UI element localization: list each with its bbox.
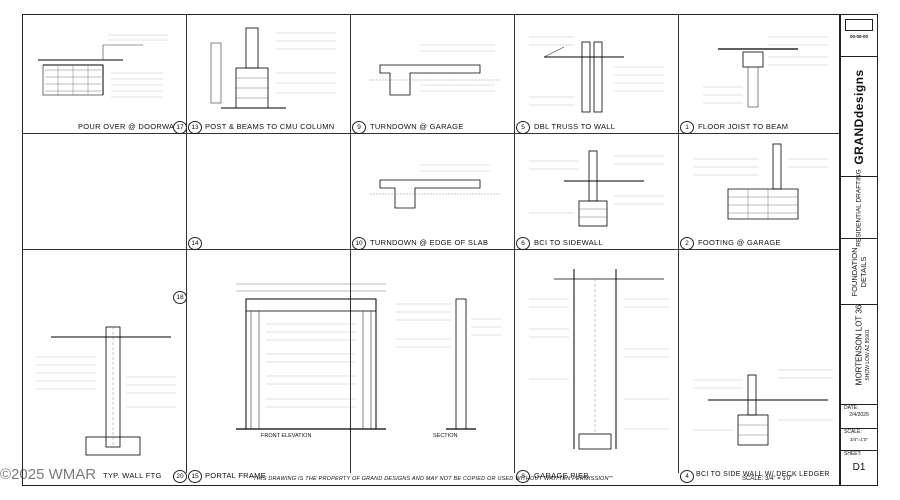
panel-title: POST & BEAMS TO CMU COLUMN [205,122,335,131]
detail-number: 18 [173,291,187,304]
grid-line [23,249,841,250]
grid-line [23,133,841,134]
detail-number: 2 [680,237,694,250]
panel-title: TURNDOWN @ EDGE OF SLAB [370,238,489,247]
panel-title: PORTAL FRAME [205,471,266,480]
grid-line [514,15,515,473]
title-block: 00-00-00 GRANDdesigns RESIDENTIAL DRAFTI… [840,14,878,486]
section-label: SECTION [433,433,458,439]
scale-value: 3/4"=1'0" [850,437,868,442]
revision-cell: 00-00-00 [841,15,877,57]
revision-date: 00-00-00 [849,34,868,39]
sheet-desc-cell: FOUNDATION DETAILS [841,239,877,305]
brand-logo: GRANDdesigns [852,68,866,165]
detail-dbl-truss-drawing [524,27,669,119]
panel-title: BCI TO SIDE WALL W/ DECK LEDGER [696,471,830,478]
detail-pour-over-drawing [33,25,173,115]
grid-line [678,15,679,473]
date-cell: DATE: 2/4/2025 [841,405,877,429]
detail-turndown-garage-drawing [360,35,505,115]
copyright-footer: ""THIS DRAWING IS THE PROPERTY OF GRAND … [248,476,614,482]
detail-footing-garage-drawing [688,139,833,233]
project-cell: MORTENSON LOT 36 SHOW LOW AZ 85901 [841,304,877,405]
detail-number: 10 [352,237,366,250]
sheet-number: D1 [852,462,866,473]
date-label: DATE: [844,405,859,411]
detail-typ-wall-ftg-drawing [31,307,181,467]
grid-line [186,15,187,473]
detail-bci-deck-ledger-drawing [688,360,838,465]
scale-label: SCALE: [844,429,862,435]
detail-turndown-edge-drawing [360,150,505,230]
detail-number: 4 [680,470,694,483]
detail-garage-pier-drawing [524,259,674,464]
detail-number: 6 [516,237,530,250]
panel-title: TYP. WALL FTG [103,471,162,480]
detail-floor-joist-drawing [688,27,833,119]
watermark: ©2025 WMAR [0,466,97,483]
date-value: 2/4/2025 [849,412,869,418]
sheet-cell: SHEET: D1 [841,451,877,487]
panel-title: TURNDOWN @ GARAGE [370,122,464,131]
panel-title: BCI TO SIDEWALL [534,238,603,247]
grid-line [350,15,351,473]
sheet-description: FOUNDATION DETAILS [850,246,868,297]
detail-post-beam-drawing [196,23,341,118]
drawing-sheet: FRONT ELEVATION SECTION POUR OVER @ DOOR… [22,14,841,486]
detail-number: 9 [352,121,366,134]
brand-cell: GRANDdesigns [841,57,877,177]
project-location: SHOW LOW AZ 85901 [865,328,871,381]
detail-bci-sidewall-drawing [524,141,669,233]
scale-cell: SCALE: 3/4"=1'0" [841,429,877,451]
panel-title: DBL TRUSS TO WALL [534,122,616,131]
detail-number: 13 [188,121,202,134]
detail-number: 15 [188,470,202,483]
detail-number: 1 [680,121,694,134]
panel-title: GARAGE PIER [534,471,589,480]
detail-number: 14 [188,237,202,250]
panel-title: FOOTING @ GARAGE [698,238,781,247]
panel-title: FLOOR JOIST TO BEAM [698,122,789,131]
footer-scale: SCALE: 3/4" = 1'0" [742,476,793,482]
project-name: MORTENSON LOT 36 [854,304,864,385]
rev-box [845,19,873,31]
firm-cell: RESIDENTIAL DRAFTING [841,169,877,246]
detail-number: 5 [516,121,530,134]
detail-number: 17 [173,121,187,134]
firm-name: RESIDENTIAL DRAFTING [855,168,863,247]
front-elevation-label: FRONT ELEVATION [261,433,312,439]
detail-portal-frame-drawing [196,259,506,459]
sheet-label: SHEET: [844,451,862,457]
detail-number: 20 [173,470,187,483]
detail-number: 8 [516,470,530,483]
panel-title: POUR OVER @ DOORWAY [78,122,180,131]
